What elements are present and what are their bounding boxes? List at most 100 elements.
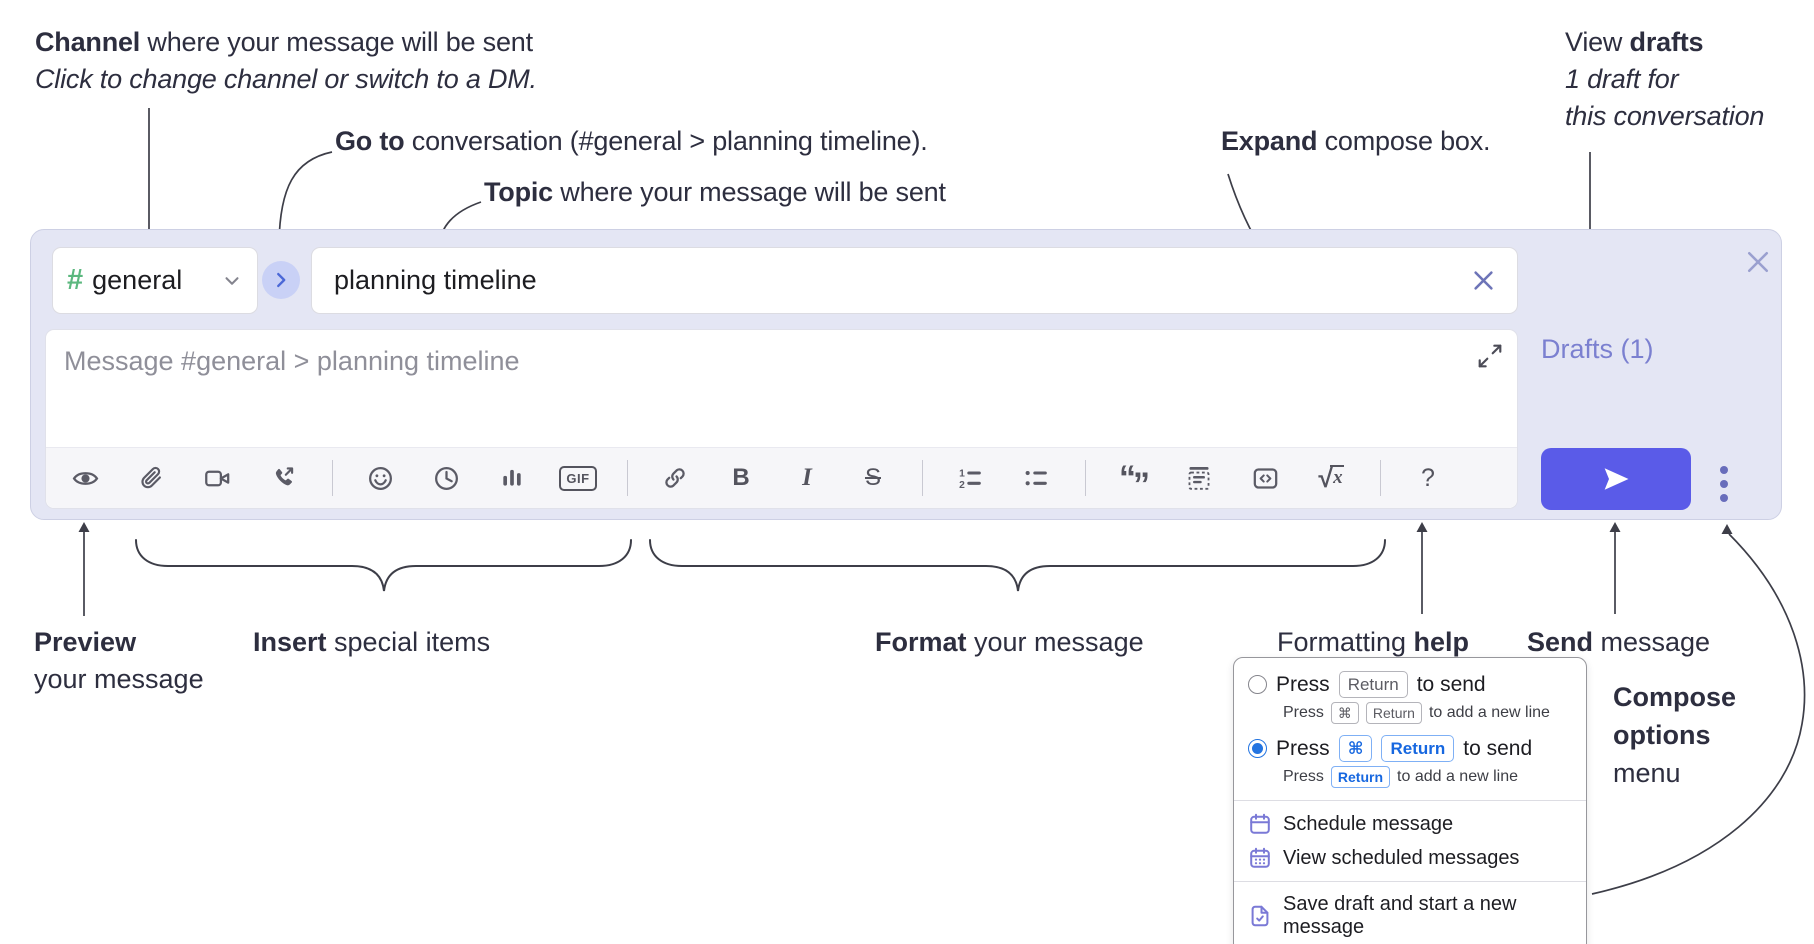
italic-icon[interactable]: I: [784, 455, 830, 501]
video-camera-icon[interactable]: [194, 455, 240, 501]
emoji-icon[interactable]: [357, 455, 403, 501]
compose-options-annotation: Compose options menu: [1613, 678, 1736, 792]
insert-annotation: Insert special items: [253, 624, 490, 661]
formatting-help-annotation: Formatting help: [1277, 624, 1469, 661]
quote-open: “: [1119, 459, 1136, 497]
send-button[interactable]: [1541, 448, 1691, 510]
menu-item-save-draft[interactable]: Save draft and start a new message: [1234, 888, 1586, 944]
channel-annotation-italic: Click to change channel or switch to a D…: [35, 64, 537, 94]
insert-annotation-rest: special items: [326, 627, 491, 657]
preview-annotation: Preview your message: [34, 624, 204, 698]
kebab-dot: [1720, 480, 1728, 488]
quote-close: ”: [1133, 466, 1150, 504]
toolbar-divider: [332, 460, 333, 496]
svg-text:1: 1: [959, 468, 965, 479]
menu-item-view-scheduled[interactable]: View scheduled messages: [1234, 841, 1586, 875]
preview-annotation-line2: your message: [34, 664, 204, 694]
formula-icon[interactable]: √x: [1308, 455, 1354, 501]
calendar-grid-icon: [1250, 847, 1270, 868]
topic-annotation-bold: Topic: [484, 177, 553, 207]
attachment-paperclip-icon[interactable]: [128, 455, 174, 501]
bar-chart-icon[interactable]: [489, 455, 535, 501]
option-cmd-return-subtext: Press Return to add a new line: [1234, 764, 1586, 794]
go-to-annotation-bold: Go to: [335, 126, 405, 156]
menu-item-schedule-message[interactable]: Schedule message: [1234, 807, 1586, 841]
clock-icon[interactable]: [423, 455, 469, 501]
link-icon[interactable]: [652, 455, 698, 501]
clear-topic-icon[interactable]: [1470, 267, 1497, 294]
option2-press: Press: [1276, 736, 1330, 760]
toolbar-divider: [1380, 460, 1381, 496]
cmd-key-chip: ⌘: [1330, 702, 1359, 724]
svg-text:2: 2: [959, 480, 965, 491]
gif-icon[interactable]: GIF: [555, 455, 601, 501]
topic-annotation: Topic where your message will be sent: [484, 174, 946, 211]
topic-input[interactable]: planning timeline: [311, 247, 1518, 314]
topic-annotation-rest: where your message will be sent: [553, 177, 946, 207]
strikethrough-icon[interactable]: S: [850, 455, 896, 501]
formatting-help-icon[interactable]: ?: [1405, 455, 1451, 501]
radical-sign: √: [1318, 462, 1334, 493]
menu-item-label: View scheduled messages: [1283, 846, 1520, 869]
channel-annotation-bold: Channel: [35, 27, 141, 57]
toolbar-divider: [627, 460, 628, 496]
gif-label: GIF: [559, 465, 597, 491]
calendar-icon: [1250, 813, 1270, 834]
send-annotation: Send message: [1527, 624, 1710, 661]
compose-options-button[interactable]: [1712, 456, 1736, 512]
option-return-to-send[interactable]: Press Return to send: [1234, 666, 1586, 700]
close-icon[interactable]: [1744, 248, 1772, 276]
message-input[interactable]: Message #general > planning timeline: [45, 329, 1518, 509]
compose-options-line1: Compose: [1613, 682, 1737, 712]
preview-eye-icon[interactable]: [62, 455, 108, 501]
return-key-chip-blue: Return: [1330, 766, 1391, 788]
toolbar-divider: [922, 460, 923, 496]
bulleted-list-icon[interactable]: [1013, 455, 1059, 501]
channel-hash-icon: #: [67, 264, 84, 296]
bold-icon[interactable]: B: [718, 455, 764, 501]
option1-suffix: to send: [1416, 672, 1486, 696]
italic-label: I: [802, 464, 812, 491]
view-drafts-bold: drafts: [1629, 27, 1704, 57]
return-key-chip: Return: [1338, 671, 1408, 698]
option-cmd-return-to-send[interactable]: Press ⌘ Return to send: [1234, 730, 1586, 764]
expand-annotation-rest: compose box.: [1317, 126, 1491, 156]
option1-sub-press: Press: [1283, 704, 1324, 721]
drafts-link[interactable]: Drafts (1): [1541, 334, 1654, 364]
radio-selected-icon[interactable]: [1248, 739, 1267, 758]
compose-box: # general planning timeline Message #gen…: [30, 229, 1782, 520]
blockquote-icon[interactable]: “”: [1110, 455, 1156, 504]
option-return-subtext: Press ⌘ Return to add a new line: [1234, 700, 1586, 730]
cmd-key-chip-blue: ⌘: [1338, 735, 1373, 762]
channel-selector[interactable]: # general: [52, 247, 258, 314]
option2-sub-press: Press: [1283, 768, 1324, 785]
save-draft-icon: [1251, 905, 1269, 927]
option1-press: Press: [1276, 672, 1330, 696]
option1-sub-suffix: to add a new line: [1428, 704, 1550, 721]
format-annotation-rest: your message: [966, 627, 1144, 657]
quote-block-icon[interactable]: [1176, 455, 1222, 501]
insert-annotation-bold: Insert: [253, 627, 327, 657]
return-key-chip-blue: Return: [1381, 735, 1455, 762]
chevron-right-icon: [277, 272, 286, 288]
option2-sub-suffix: to add a new line: [1397, 768, 1519, 785]
code-block-icon[interactable]: [1242, 455, 1288, 501]
send-annotation-rest: message: [1593, 627, 1711, 657]
send-annotation-bold: Send: [1527, 627, 1594, 657]
go-to-conversation-button[interactable]: [262, 261, 300, 299]
kebab-dot: [1720, 466, 1728, 474]
menu-divider: [1234, 881, 1586, 882]
view-drafts-prefix: View: [1565, 27, 1630, 57]
formatting-help-prefix: Formatting: [1277, 627, 1414, 657]
option2-suffix: to send: [1463, 736, 1533, 760]
channel-name: general: [92, 265, 183, 295]
view-drafts-annotation: View drafts 1 draft for this conversatio…: [1565, 24, 1764, 135]
go-to-annotation: Go to conversation (#general > planning …: [335, 123, 928, 160]
phone-call-icon[interactable]: [260, 455, 306, 501]
radio-unselected-icon[interactable]: [1248, 675, 1267, 694]
expand-icon[interactable]: [1477, 343, 1503, 369]
menu-item-label: Schedule message: [1283, 812, 1454, 835]
format-annotation: Format your message: [875, 624, 1144, 661]
